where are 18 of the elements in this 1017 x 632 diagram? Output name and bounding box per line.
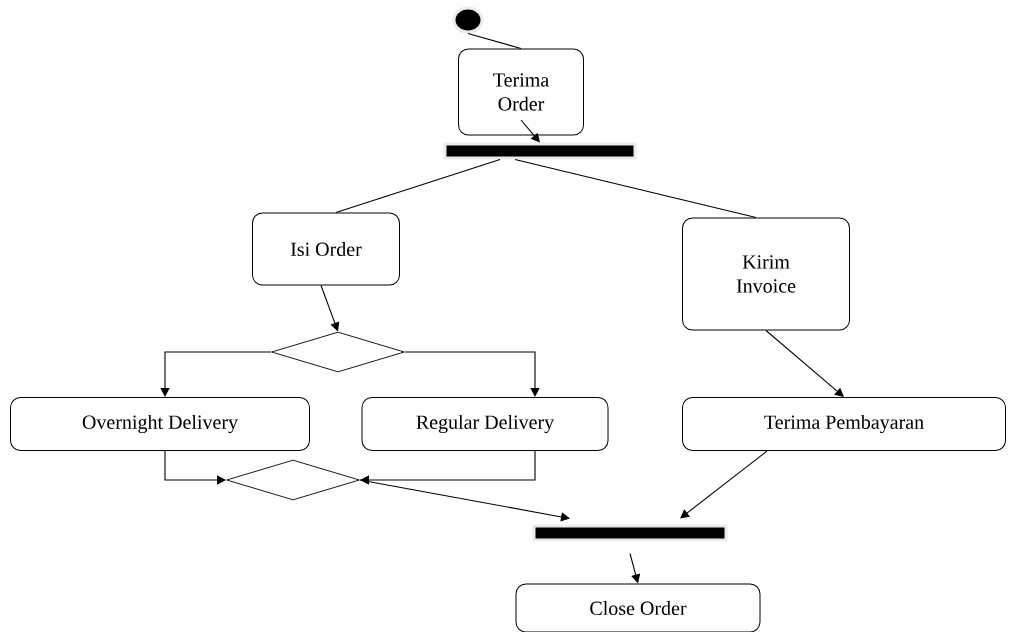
action-box: Terima Pembayaran (682, 397, 1006, 451)
action-box: Kirim Invoice (682, 217, 850, 331)
action-box: Isi Order (252, 212, 400, 286)
arrow (680, 450, 768, 519)
action-box: Regular Delivery (361, 397, 609, 451)
action-box: Overnight Delivery (10, 397, 310, 451)
arrow (520, 119, 540, 143)
arrow (360, 450, 536, 485)
decision-diamond (226, 459, 360, 501)
arrow (765, 329, 844, 397)
sync-bar (532, 524, 728, 542)
action-box: Close Order (515, 583, 761, 632)
arrow (404, 351, 540, 397)
start-node (452, 6, 484, 34)
arrow (160, 351, 272, 397)
arrow (359, 479, 570, 522)
decision-diamond (271, 331, 405, 373)
action-box: Terima Order (458, 48, 584, 136)
